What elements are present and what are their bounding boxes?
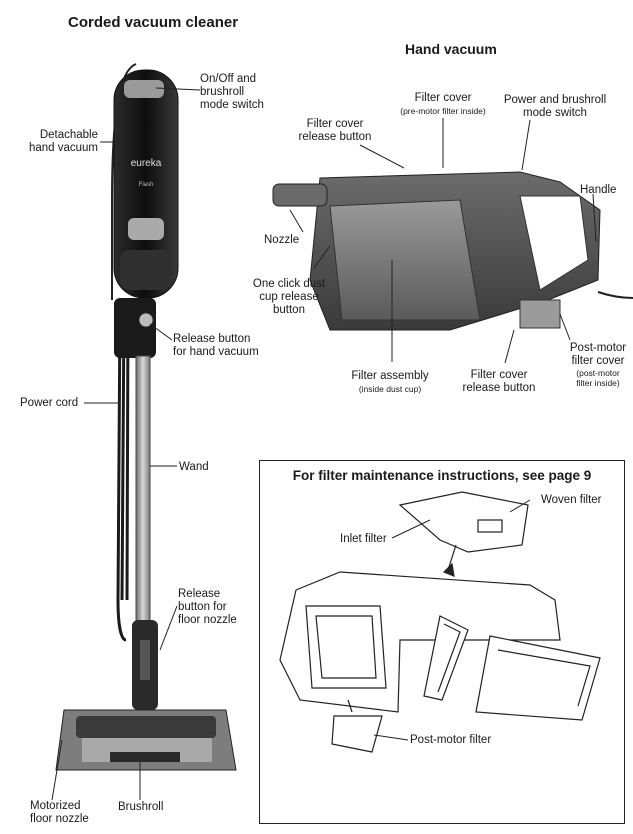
label-filter-cover-release-bottom: Filter cover release button: [452, 369, 546, 395]
detachable-hand-vacuum-drawing: eureka Flash: [114, 70, 178, 298]
label-nozzle: Nozzle: [264, 234, 299, 247]
label-onoff-switch: On/Off and brushroll mode switch: [200, 73, 264, 112]
label-filter-cover-release-top: Filter cover release button: [290, 118, 380, 144]
label-wand: Wand: [179, 461, 209, 474]
label-filter-assembly-sub: (inside dust cup): [340, 384, 440, 394]
brand-logo: eureka: [131, 158, 162, 169]
cord-wrap-drawing: [114, 298, 156, 358]
label-handle: Handle: [580, 184, 616, 197]
maintenance-title: For filter maintenance instructions, see…: [260, 468, 624, 483]
wand-drawing: [136, 356, 150, 624]
label-release-floor-nozzle: Release button for floor nozzle: [178, 588, 237, 627]
label-detachable-hand-vacuum: Detachable hand vacuum: [22, 129, 98, 155]
label-woven-filter: Woven filter: [541, 494, 602, 507]
nozzle-neck-drawing: [132, 620, 158, 710]
corded-title: Corded vacuum cleaner: [68, 14, 238, 31]
label-inlet-filter: Inlet filter: [340, 533, 387, 546]
label-power-cord: Power cord: [20, 397, 78, 410]
label-post-motor-filter-cover-sub: (post-motor filter inside): [566, 368, 630, 388]
label-power-brushroll-switch: Power and brushroll mode switch: [494, 94, 616, 120]
label-filter-cover: Filter cover: [395, 92, 491, 105]
label-filter-assembly: Filter assembly: [340, 370, 440, 383]
label-motorized-floor-nozzle: Motorized floor nozzle: [30, 800, 89, 826]
label-brushroll: Brushroll: [118, 801, 163, 814]
floor-nozzle-drawing: [56, 710, 236, 770]
label-post-motor-filter: Post-motor filter: [410, 734, 491, 747]
model-logo: Flash: [139, 182, 154, 188]
filter-maintenance-box: For filter maintenance instructions, see…: [259, 460, 625, 824]
label-post-motor-filter-cover: Post-motor filter cover: [562, 342, 633, 368]
label-release-hand-vacuum: Release button for hand vacuum: [173, 333, 259, 359]
label-filter-cover-sub: (pre-motor filter inside): [383, 106, 503, 116]
hand-title: Hand vacuum: [405, 41, 497, 57]
label-one-click-release: One click dust cup release button: [244, 278, 334, 317]
